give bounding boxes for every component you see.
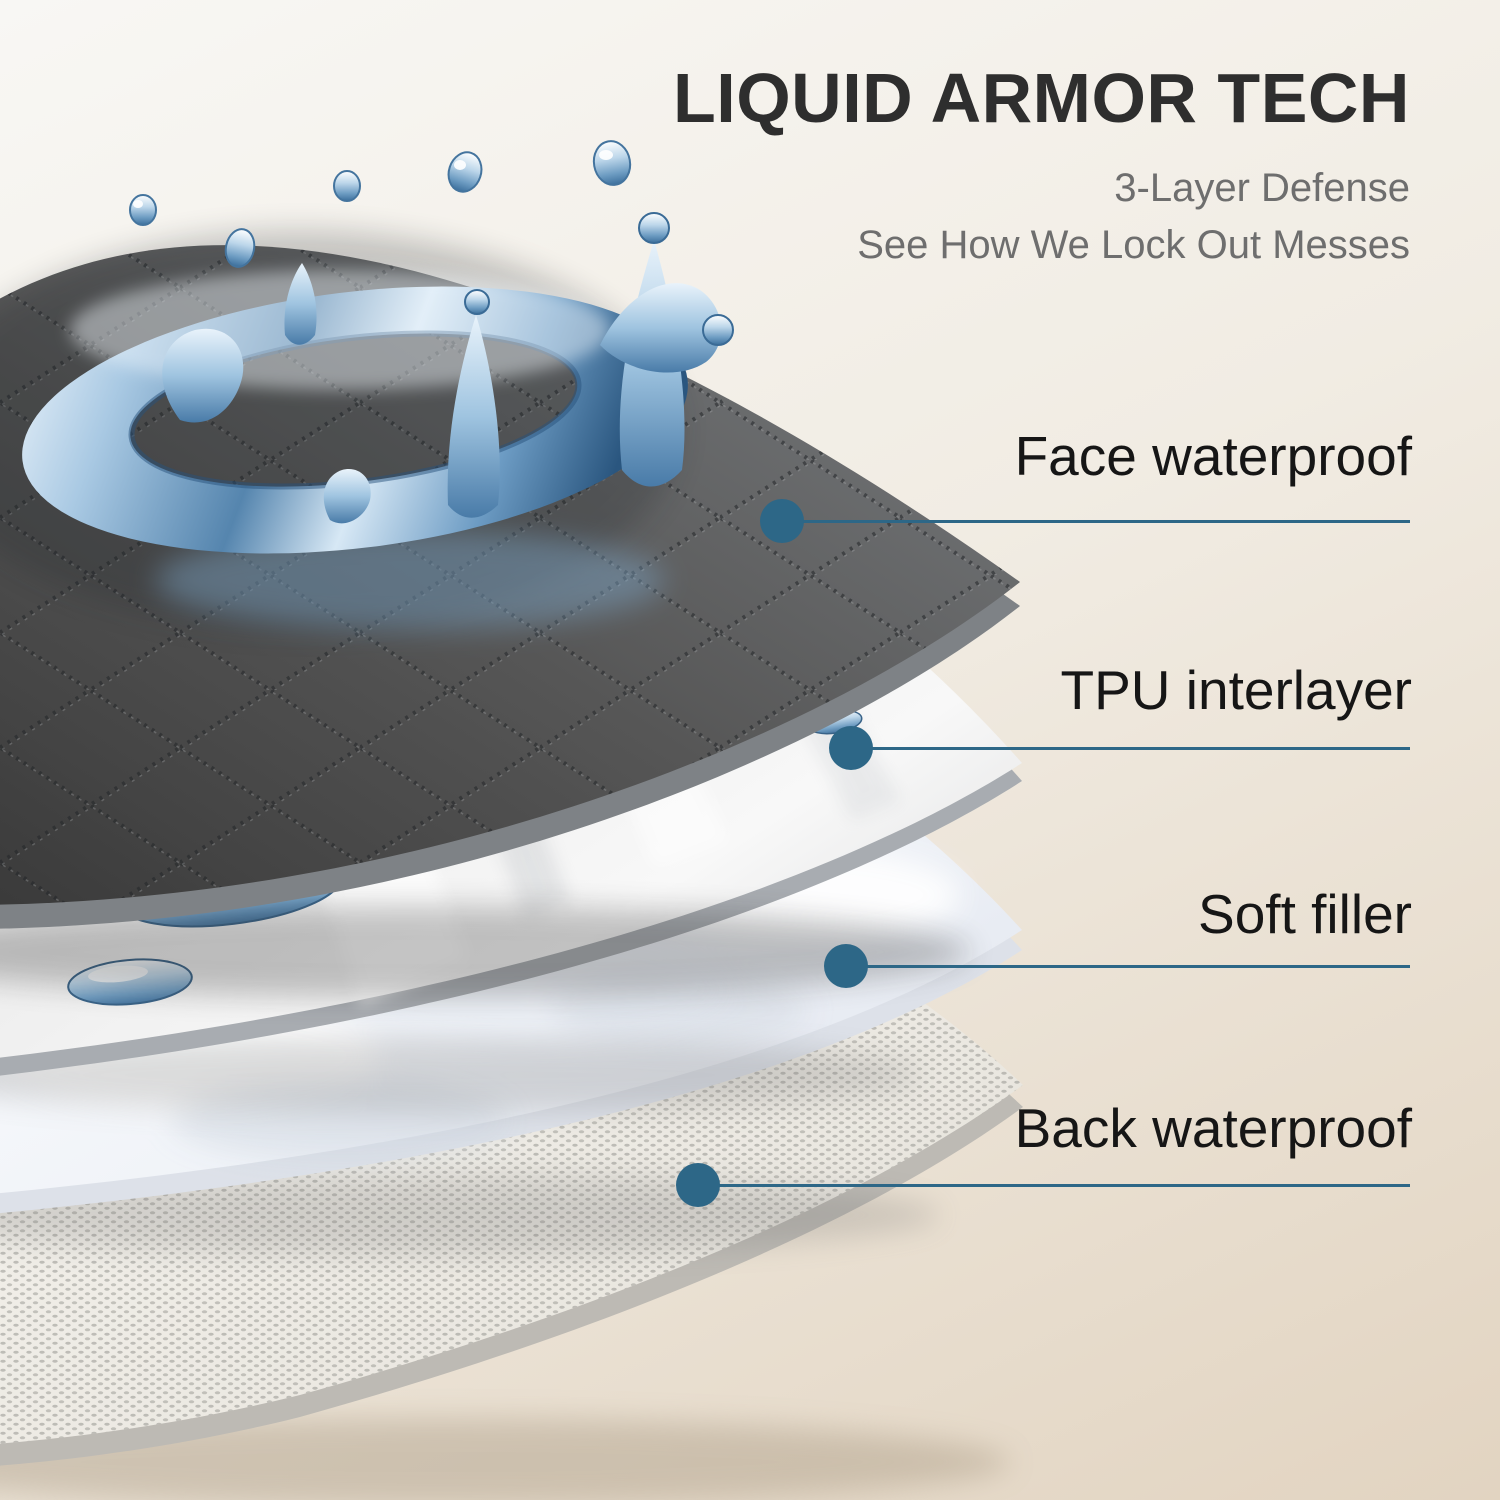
callout-dot-back-waterproof (676, 1163, 720, 1207)
callout-label-tpu-interlayer: TPU interlayer (1060, 659, 1412, 721)
subtitle-line-2: See How We Lock Out Messes (857, 223, 1410, 267)
header: LIQUID ARMOR TECH 3-Layer Defense See Ho… (310, 0, 1410, 274)
callout-dot-tpu-interlayer (829, 726, 873, 770)
page-title: LIQUID ARMOR TECH (673, 59, 1410, 137)
callout-label-soft-filler: Soft filler (1198, 883, 1412, 945)
subtitle-line-1: 3-Layer Defense (1114, 166, 1410, 210)
callout-line-soft-filler (824, 944, 1410, 988)
subtitle: 3-Layer Defense See How We Lock Out Mess… (310, 160, 1410, 274)
back-layer-shadow (0, 1418, 1010, 1500)
callout-line-back-waterproof (676, 1163, 1410, 1207)
callout-label-back-waterproof: Back waterproof (1014, 1097, 1412, 1159)
flying-droplets (129, 140, 632, 268)
callout-dot-face-waterproof (760, 499, 804, 543)
callout-line-tpu-interlayer (829, 726, 1410, 770)
callout-line-face-waterproof (760, 499, 1410, 543)
callout-dot-soft-filler (824, 944, 868, 988)
tpu-layer-shadow (0, 1037, 920, 1113)
face-layer-shadow (0, 906, 970, 998)
water-splash-graphic (22, 140, 734, 630)
callout-label-face-waterproof: Face waterproof (1014, 425, 1412, 487)
